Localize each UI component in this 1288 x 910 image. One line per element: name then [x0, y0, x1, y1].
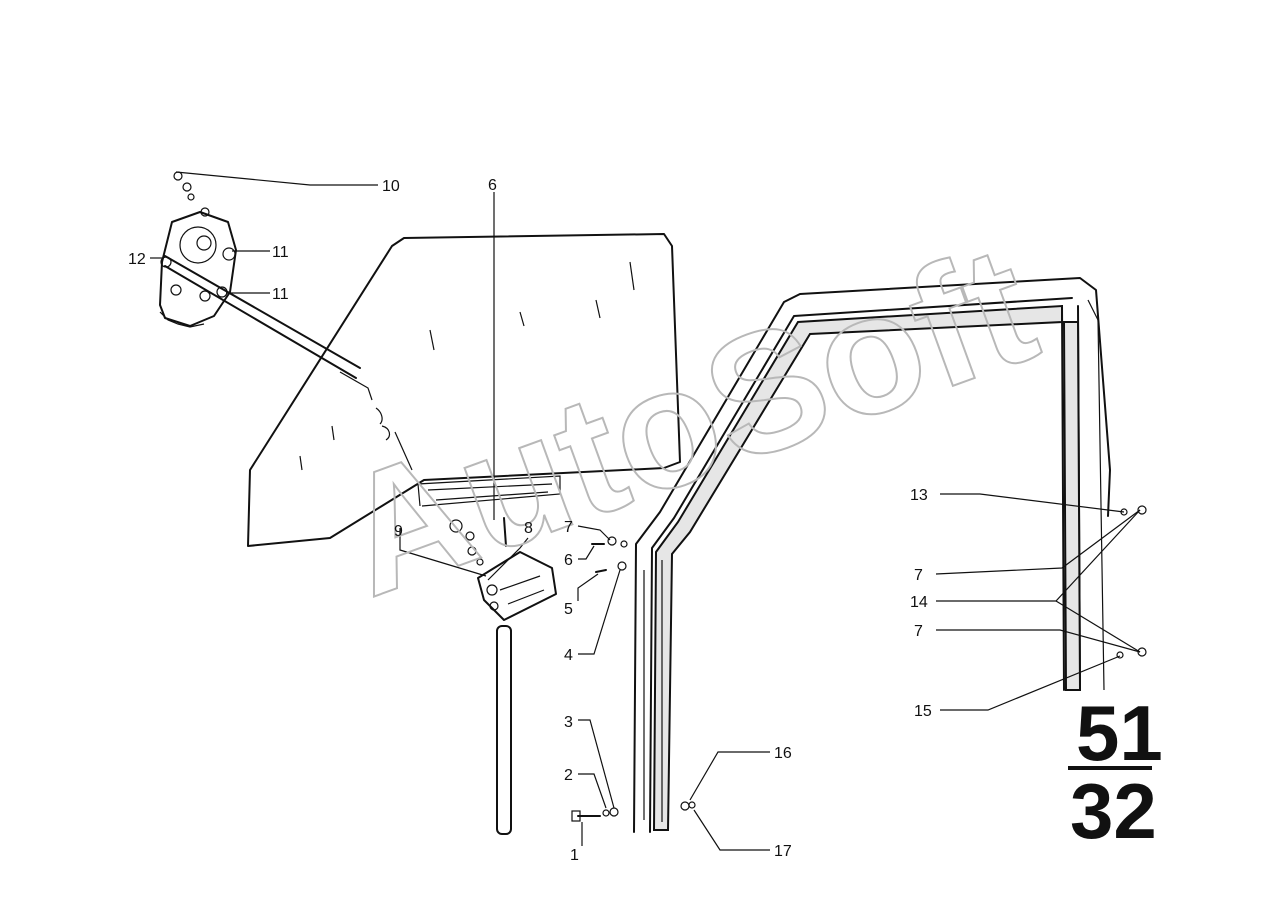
window-channel-seal: [633, 277, 1111, 833]
callout-11-upper: 11: [272, 244, 289, 261]
callout-1: 1: [570, 847, 579, 864]
callout-7-right-lower: 7: [914, 623, 923, 640]
callout-6-top: 6: [488, 177, 497, 194]
callout-15: 15: [914, 703, 932, 720]
guide-rail: [449, 517, 557, 835]
group-number: 51 32: [1068, 689, 1163, 855]
callout-9: 9: [394, 523, 403, 540]
watermark: AutoSoft: [317, 208, 1058, 634]
callout-3: 3: [564, 714, 573, 731]
callout-14: 14: [910, 594, 928, 611]
leader-lines: [150, 171, 1147, 851]
callout-11-lower: 11: [272, 286, 289, 303]
callout-12: 12: [128, 251, 146, 268]
window-regulator: [159, 171, 413, 471]
callout-8: 8: [524, 520, 533, 537]
callout-5: 5: [564, 601, 573, 618]
fasteners: [571, 536, 696, 822]
callout-17: 17: [774, 843, 792, 860]
callout-2: 2: [564, 767, 573, 784]
callout-13: 13: [910, 487, 928, 504]
door-glass: [247, 233, 681, 547]
callout-4: 4: [564, 647, 573, 664]
callout-16: 16: [774, 745, 792, 762]
group-number-divider: [1068, 766, 1152, 770]
callout-7-left: 7: [564, 519, 573, 536]
watermark-text: AutoSoft: [318, 209, 1057, 633]
callout-labels: 10 6 11 11 12 9 8 7 6 5 4 3 2 1 16 17 13…: [128, 177, 932, 864]
callout-6-bolt: 6: [564, 552, 573, 569]
group-number-bottom: 32: [1070, 767, 1157, 855]
callout-10: 10: [382, 178, 400, 195]
group-number-top: 51: [1076, 689, 1163, 777]
callout-7-right-upper: 7: [914, 567, 923, 584]
